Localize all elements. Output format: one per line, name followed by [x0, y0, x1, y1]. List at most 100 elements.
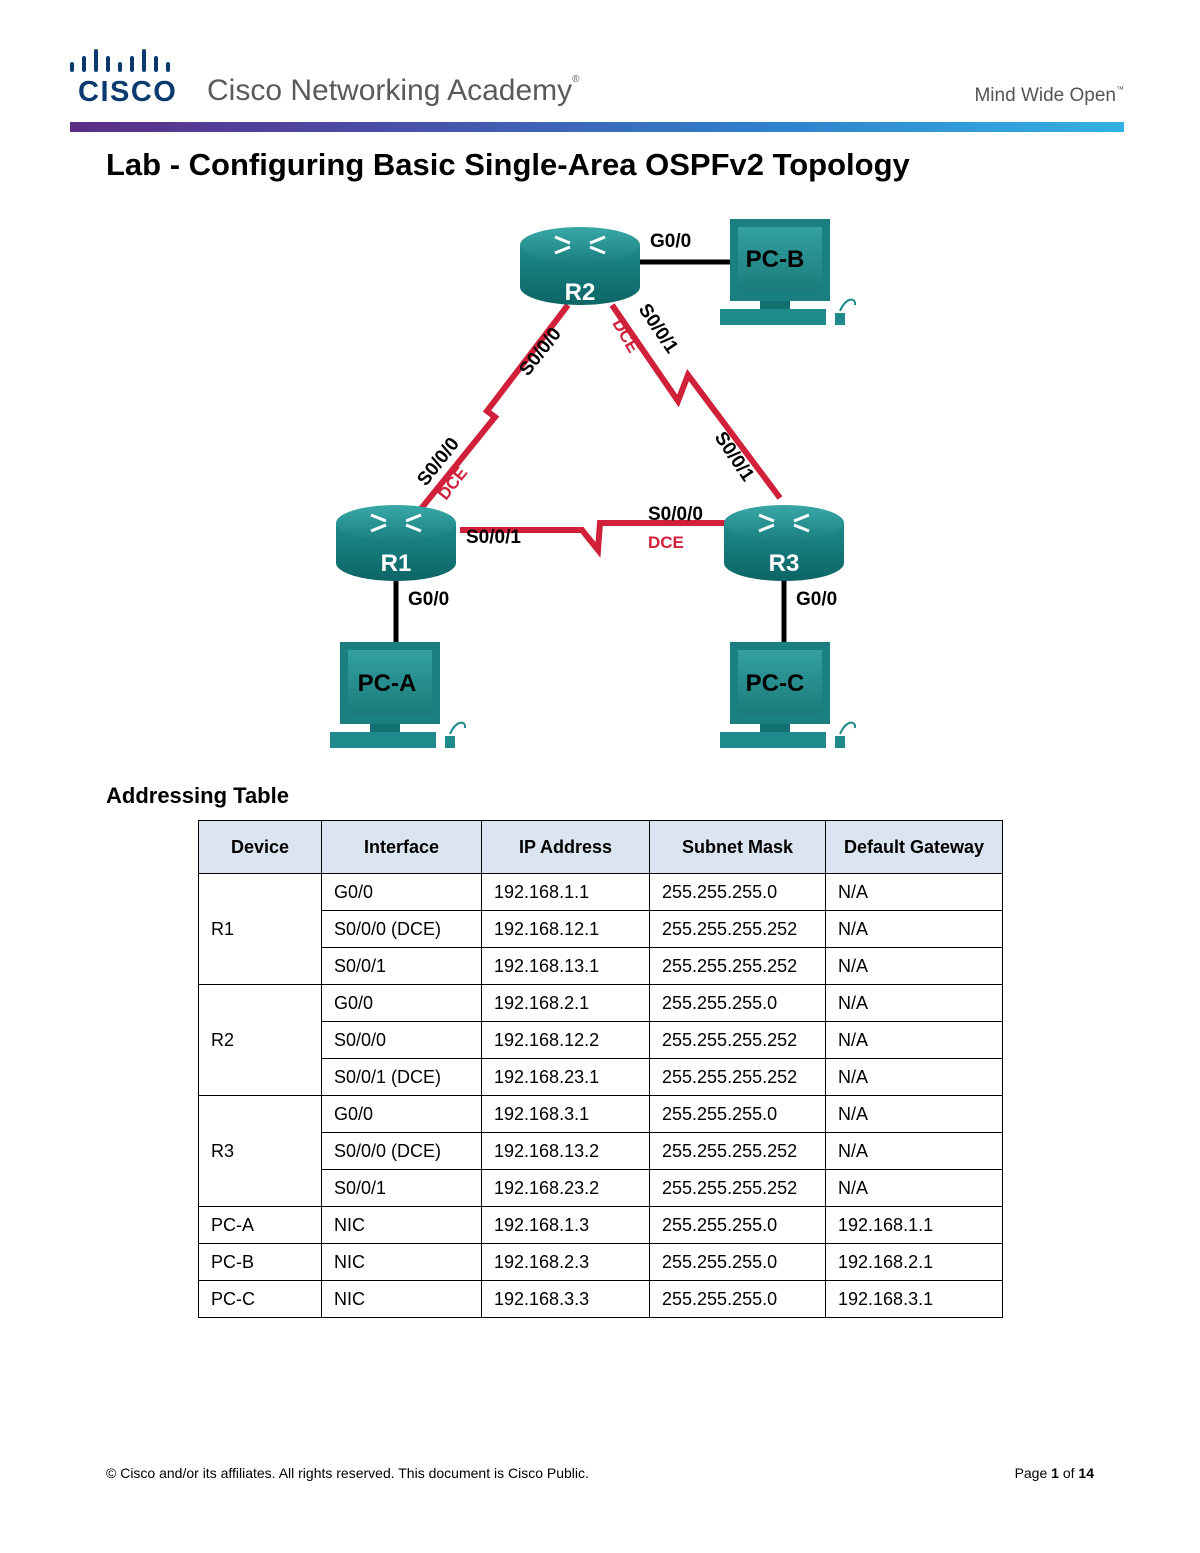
column-header-device: Device: [198, 820, 322, 874]
gateway-cell: N/A: [825, 1169, 1003, 1207]
ip-address-cell: 192.168.23.1: [481, 1058, 650, 1096]
tagline: Mind Wide Open™: [974, 85, 1124, 107]
interface-cell: S0/0/1: [321, 947, 482, 985]
subnet-mask-cell: 255.255.255.252: [649, 910, 826, 948]
gateway-cell: 192.168.1.1: [825, 1206, 1003, 1244]
gateway-cell: N/A: [825, 1132, 1003, 1170]
device-cell: R1: [198, 873, 322, 985]
subnet-mask-cell: 255.255.255.0: [649, 1095, 826, 1133]
interface-cell: G0/0: [321, 1095, 482, 1133]
gateway-cell: N/A: [825, 1095, 1003, 1133]
table-row: PC-A NIC 192.168.1.3 255.255.255.0 192.1…: [198, 1206, 1003, 1244]
router-r2: R2: [520, 227, 640, 306]
interface-cell: G0/0: [321, 984, 482, 1022]
gateway-cell: N/A: [825, 873, 1003, 911]
ip-address-cell: 192.168.13.2: [481, 1132, 650, 1170]
subnet-mask-cell: 255.255.255.0: [649, 1206, 826, 1244]
subnet-mask-cell: 255.255.255.0: [649, 1280, 826, 1318]
router-r1: R1: [336, 505, 456, 581]
cisco-logo-bars-icon: [70, 49, 170, 72]
router-arrows-icon: [554, 235, 606, 255]
table-row: S0/0/1 192.168.23.2 255.255.255.252 N/A: [199, 1169, 1003, 1207]
page-prefix: Page: [1014, 1465, 1048, 1481]
ip-address-cell: 192.168.1.1: [481, 873, 650, 911]
ip-address-cell: 192.168.12.2: [481, 1021, 650, 1059]
subnet-mask-cell: 255.255.255.252: [649, 1132, 826, 1170]
interface-cell: S0/0/1 (DCE): [321, 1058, 482, 1096]
subnet-mask-cell: 255.255.255.252: [649, 1058, 826, 1096]
table-row: S0/0/1 (DCE) 192.168.23.1 255.255.255.25…: [199, 1058, 1003, 1096]
dce-label-r2: DCE: [609, 316, 643, 357]
subnet-mask-cell: 255.255.255.252: [649, 947, 826, 985]
subnet-mask-cell: 255.255.255.0: [649, 984, 826, 1022]
ip-address-cell: 192.168.23.2: [481, 1169, 650, 1207]
interface-cell: NIC: [321, 1206, 482, 1244]
device-cell: PC-B: [198, 1243, 322, 1281]
footer-copyright: © Cisco and/or its affiliates. All right…: [106, 1465, 589, 1481]
gateway-cell: N/A: [825, 1021, 1003, 1059]
ip-address-cell: 192.168.1.3: [481, 1206, 650, 1244]
interface-cell: S0/0/0 (DCE): [321, 1132, 482, 1170]
column-header-default-gateway: Default Gateway: [825, 820, 1003, 874]
ip-address-cell: 192.168.3.1: [481, 1095, 650, 1133]
column-header-subnet-mask: Subnet Mask: [649, 820, 826, 874]
addressing-table: Device Interface IP Address Subnet Mask …: [198, 820, 1003, 1318]
label-r1-s001: S0/0/1: [466, 527, 521, 548]
tagline-text: Mind Wide Open: [974, 85, 1116, 106]
subnet-mask-cell: 255.255.255.252: [649, 1169, 826, 1207]
column-header-ip-address: IP Address: [481, 820, 650, 874]
pc-a: PC-A: [330, 642, 467, 748]
table-row: S0/0/1 192.168.13.1 255.255.255.252 N/A: [199, 947, 1003, 985]
topology-diagram: R2 R1 R3 PC-B PC: [330, 219, 857, 748]
gateway-cell: N/A: [825, 947, 1003, 985]
gateway-cell: 192.168.3.1: [825, 1280, 1003, 1318]
dce-label-r3: DCE: [648, 533, 684, 552]
serial-link-r1-r3: [460, 520, 728, 558]
serial-link-r1-r2: [417, 303, 571, 512]
table-row: PC-C NIC 192.168.3.3 255.255.255.0 192.1…: [198, 1280, 1003, 1318]
gateway-cell: 192.168.2.1: [825, 1243, 1003, 1281]
router-arrows-icon: [370, 513, 422, 533]
interface-cell: NIC: [321, 1243, 482, 1281]
label-r2-s000: S0/0/0: [515, 324, 565, 380]
subnet-mask-cell: 255.255.255.252: [649, 1021, 826, 1059]
academy-text: Cisco Networking Academy: [207, 74, 573, 107]
gateway-cell: N/A: [825, 984, 1003, 1022]
subnet-mask-cell: 255.255.255.0: [649, 873, 826, 911]
table-row: R3 G0/0 192.168.3.1 255.255.255.0 N/A: [198, 1095, 1003, 1207]
pc-a-label: PC-A: [358, 670, 417, 697]
label-r3-g00: G0/0: [796, 589, 837, 610]
section-heading-addressing-table: Addressing Table: [106, 783, 289, 808]
header-gradient-bar: [70, 122, 1124, 132]
router-r3: R3: [724, 505, 844, 581]
interface-cell: S0/0/0: [321, 1021, 482, 1059]
registered-mark: ®: [572, 74, 580, 85]
pc-b-label: PC-B: [746, 246, 805, 273]
table-row: R2 G0/0 192.168.2.1 255.255.255.0 N/A: [198, 984, 1003, 1096]
device-cell: R3: [198, 1095, 322, 1207]
page-current: 1: [1051, 1465, 1059, 1481]
interface-cell: S0/0/1: [321, 1169, 482, 1207]
subnet-mask-cell: 255.255.255.0: [649, 1243, 826, 1281]
pc-b: PC-B: [720, 219, 857, 325]
ip-address-cell: 192.168.2.3: [481, 1243, 650, 1281]
table-row: S0/0/0 (DCE) 192.168.13.2 255.255.255.25…: [199, 1132, 1003, 1170]
label-r1-g00: G0/0: [408, 589, 449, 610]
table-row: S0/0/0 192.168.12.2 255.255.255.252 N/A: [199, 1021, 1003, 1059]
table-row: PC-B NIC 192.168.2.3 255.255.255.0 192.1…: [198, 1243, 1003, 1281]
router-r2-label: R2: [565, 279, 596, 306]
pc-c-label: PC-C: [746, 670, 805, 697]
cisco-logo-wordmark: CISCO: [78, 76, 178, 108]
pc-c: PC-C: [720, 642, 857, 748]
gateway-cell: N/A: [825, 910, 1003, 948]
ip-address-cell: 192.168.2.1: [481, 984, 650, 1022]
router-r3-label: R3: [769, 550, 800, 577]
device-cell: R2: [198, 984, 322, 1096]
router-r1-label: R1: [381, 550, 412, 577]
academy-name: Cisco Networking Academy®: [207, 74, 580, 108]
ip-address-cell: 192.168.13.1: [481, 947, 650, 985]
footer-page-number: Page 1 of 14: [1015, 1465, 1094, 1481]
label-r2-g00: G0/0: [650, 231, 691, 252]
label-r3-s000: S0/0/0: [648, 504, 703, 525]
interface-cell: G0/0: [321, 873, 482, 911]
